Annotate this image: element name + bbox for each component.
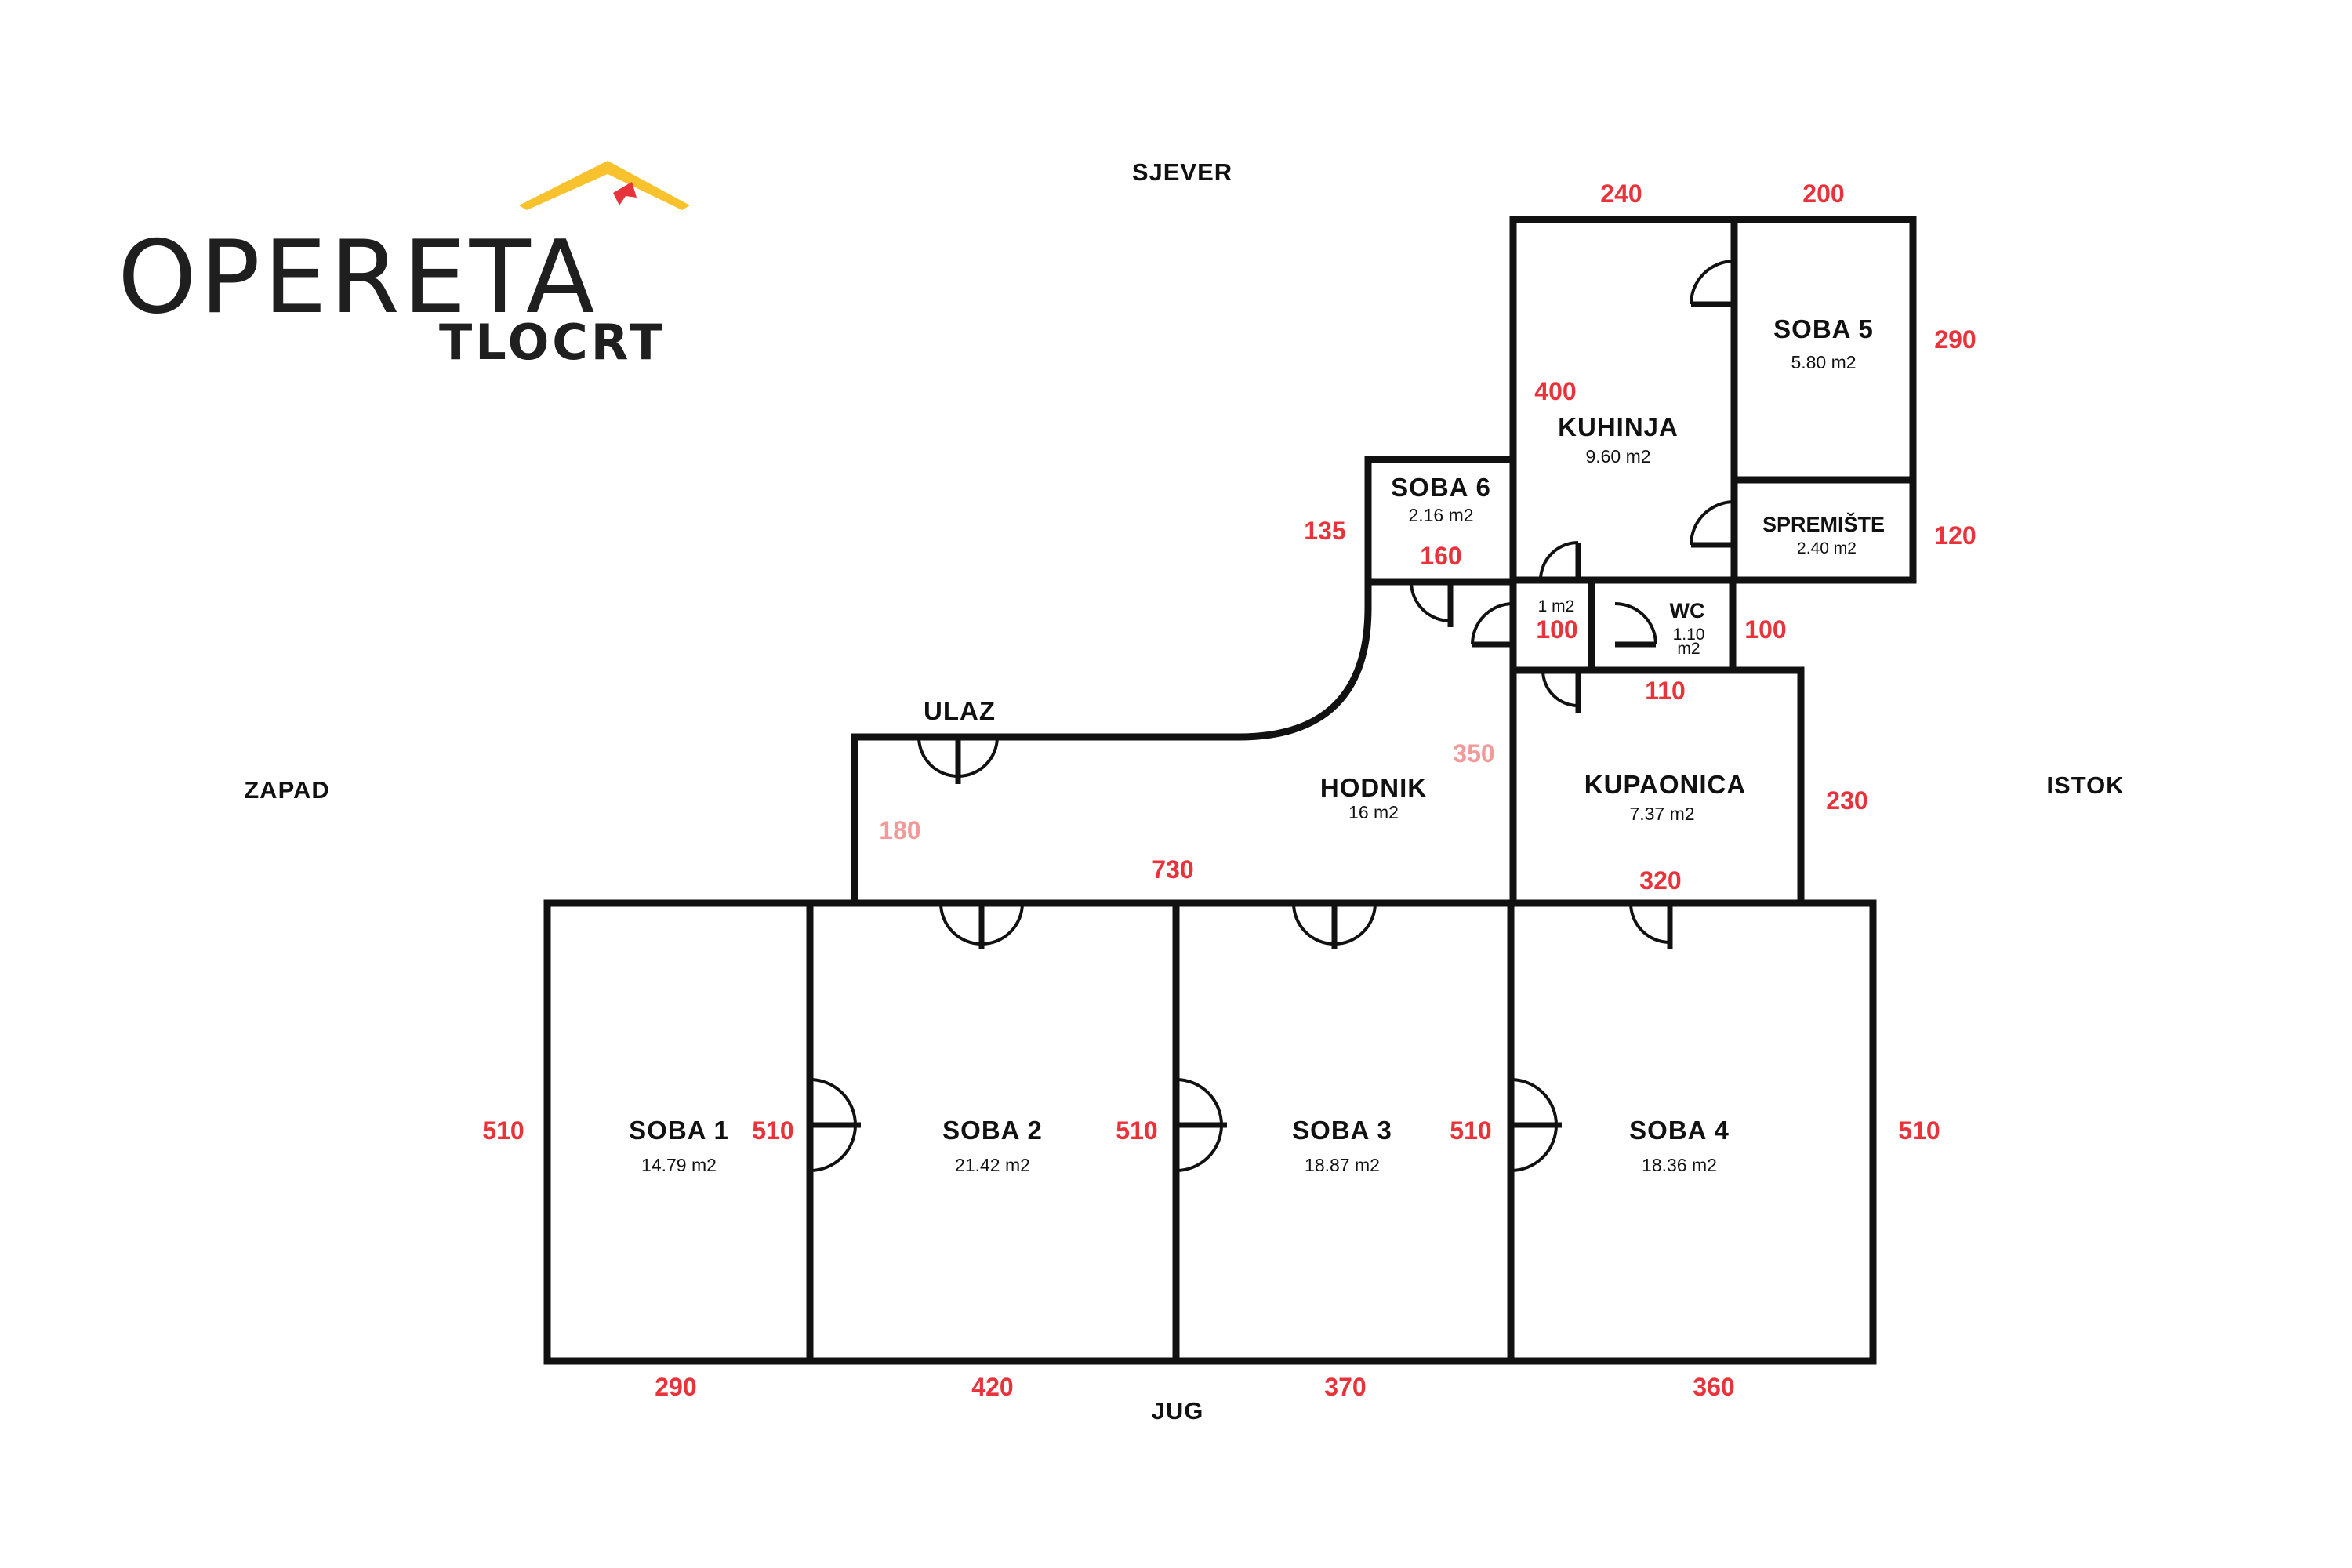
room-area-soba2: 21.42 m2 (955, 1155, 1030, 1175)
dim-kupaonica-bottom: 320 (1639, 866, 1681, 895)
doors (809, 260, 1735, 1172)
room-area-kuhinja: 9.60 m2 (1585, 446, 1650, 466)
dim-kuhinja-left: 400 (1534, 377, 1576, 405)
dim-soba2-right: 510 (1116, 1116, 1157, 1145)
door-soba4-top-arc (1629, 902, 1671, 944)
room-name-soba1: SOBA 1 (629, 1116, 729, 1145)
walls (543, 216, 1917, 1365)
door-kupaonica-arc (1541, 670, 1579, 707)
room-name-ulaz: ULAZ (924, 696, 996, 725)
logo: OPERETA TLOCRT (118, 161, 690, 371)
compass-south: JUG (1152, 1397, 1204, 1425)
room-name-wc: WC (1670, 599, 1705, 622)
dim-soba1-left: 510 (482, 1116, 524, 1145)
room-name-soba2: SOBA 2 (942, 1116, 1043, 1145)
dim-soba1-right: 510 (752, 1116, 793, 1145)
dim-soba3-right: 510 (1450, 1116, 1491, 1145)
door-wc-arc (1614, 602, 1657, 645)
dim-soba3-bottom: 370 (1324, 1373, 1366, 1401)
room-name-soba5: SOBA 5 (1773, 314, 1874, 343)
dim-soba4-right: 510 (1898, 1116, 1940, 1145)
room-name-soba6: SOBA 6 (1391, 473, 1491, 502)
door-small-room-arc (1471, 602, 1514, 645)
room-name-spremiste: SPREMIŠTE (1762, 512, 1885, 536)
dim-kupaonica-right: 230 (1826, 786, 1867, 815)
dim-soba6-bottom: 160 (1420, 542, 1461, 570)
dimension-labels: 240 200 290 400 120 135 160 100 100 110 … (482, 180, 1976, 1401)
wall-kupaonica (1509, 666, 1805, 907)
door-kuhinja-soba5-arc (1690, 260, 1735, 305)
room-area-spremiste: 2.40 m2 (1797, 539, 1857, 557)
dim-entrance-width: 180 (879, 816, 920, 844)
dim-spremiste-right: 120 (1934, 521, 1976, 550)
dim-soba5-right: 290 (1934, 325, 1976, 354)
room-name-soba3: SOBA 3 (1292, 1116, 1392, 1145)
room-name-soba4: SOBA 4 (1629, 1116, 1730, 1145)
wall-spremiste (1730, 476, 1917, 584)
wall-soba5 (1730, 216, 1917, 484)
room-labels: SOBA 1 14.79 m2 SOBA 2 21.42 m2 SOBA 3 1… (629, 314, 1885, 1175)
logo-subtitle: TLOCRT (439, 314, 666, 371)
logo-roof (519, 161, 690, 210)
room-area-soba6: 2.16 m2 (1408, 505, 1473, 525)
compass-north: SJEVER (1132, 158, 1232, 186)
room-area-wc-1: 1.10 (1673, 626, 1705, 644)
room-area-soba5: 5.80 m2 (1791, 352, 1856, 372)
room-name-hodnik: HODNIK (1320, 773, 1427, 802)
dim-soba6-left: 135 (1304, 517, 1345, 545)
room-area-small: 1 m2 (1538, 597, 1575, 615)
wall-soba4 (1507, 899, 1877, 1365)
dim-small-width: 100 (1536, 615, 1577, 644)
wall-hallway (851, 578, 1372, 907)
dim-soba5-top: 200 (1802, 180, 1844, 208)
dim-wc-bottom: 110 (1645, 677, 1686, 705)
compass-east: ISTOK (2046, 771, 2124, 799)
door-kuhinja-spremiste-arc (1690, 500, 1735, 546)
compass-west: ZAPAD (244, 776, 329, 804)
room-name-kuhinja: KUHINJA (1558, 412, 1679, 441)
dim-soba4-bottom: 360 (1693, 1373, 1734, 1401)
room-area-hodnik: 16 m2 (1348, 802, 1399, 822)
room-area-soba4: 18.36 m2 (1642, 1155, 1717, 1175)
logo-roof-accent (613, 182, 637, 205)
room-area-kupaonica: 7.37 m2 (1629, 804, 1694, 824)
dim-hall-length: 730 (1152, 855, 1193, 884)
room-name-kupaonica: KUPAONICA (1584, 770, 1746, 799)
logo-name: OPERETA (118, 220, 597, 336)
wall-wc (1588, 576, 1737, 674)
room-area-soba1: 14.79 m2 (641, 1155, 717, 1175)
dim-soba1-bottom: 290 (655, 1373, 696, 1401)
dim-wc-right: 100 (1744, 615, 1786, 644)
room-area-wc-2: m2 (1677, 640, 1700, 658)
door-soba6-arc (1410, 581, 1451, 622)
dim-soba2-bottom: 420 (971, 1373, 1013, 1401)
dim-hodnik-right: 350 (1453, 739, 1494, 768)
room-area-soba3: 18.87 m2 (1305, 1155, 1380, 1175)
door-kuhinja-bottom-arc (1539, 541, 1579, 581)
dim-kuhinja-top: 240 (1600, 180, 1642, 208)
